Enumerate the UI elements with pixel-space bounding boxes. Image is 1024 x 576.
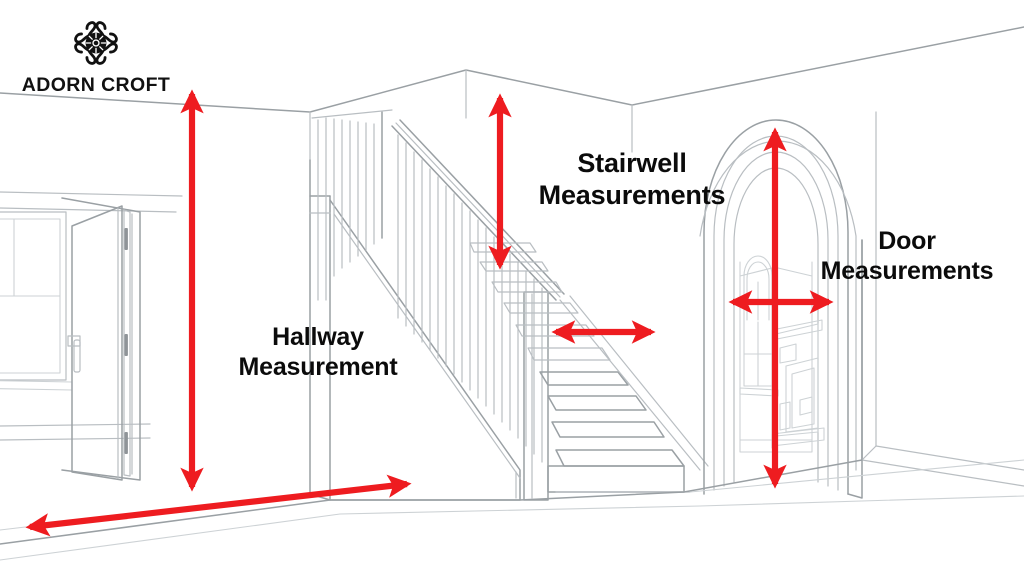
left-wall-group xyxy=(0,191,183,481)
ceiling-lines xyxy=(0,26,1024,161)
brand-name: ADORN CROFT xyxy=(21,74,171,96)
door-measurements-label: Door Measurements xyxy=(820,227,994,285)
ornate-medallion-icon xyxy=(74,21,118,65)
brand-logo: ADORN CROFT xyxy=(16,14,176,106)
hallway-length-arrow xyxy=(25,474,412,537)
stairwell-measurements-label: Stairwell Measurements xyxy=(538,148,726,210)
right-wall xyxy=(861,111,1024,487)
balusters xyxy=(397,134,543,463)
window-with-mullions xyxy=(0,211,73,391)
staircase xyxy=(311,109,709,501)
hallway-measurement-label: Hallway Measurement xyxy=(238,323,398,381)
door-handle-icon xyxy=(67,335,81,373)
